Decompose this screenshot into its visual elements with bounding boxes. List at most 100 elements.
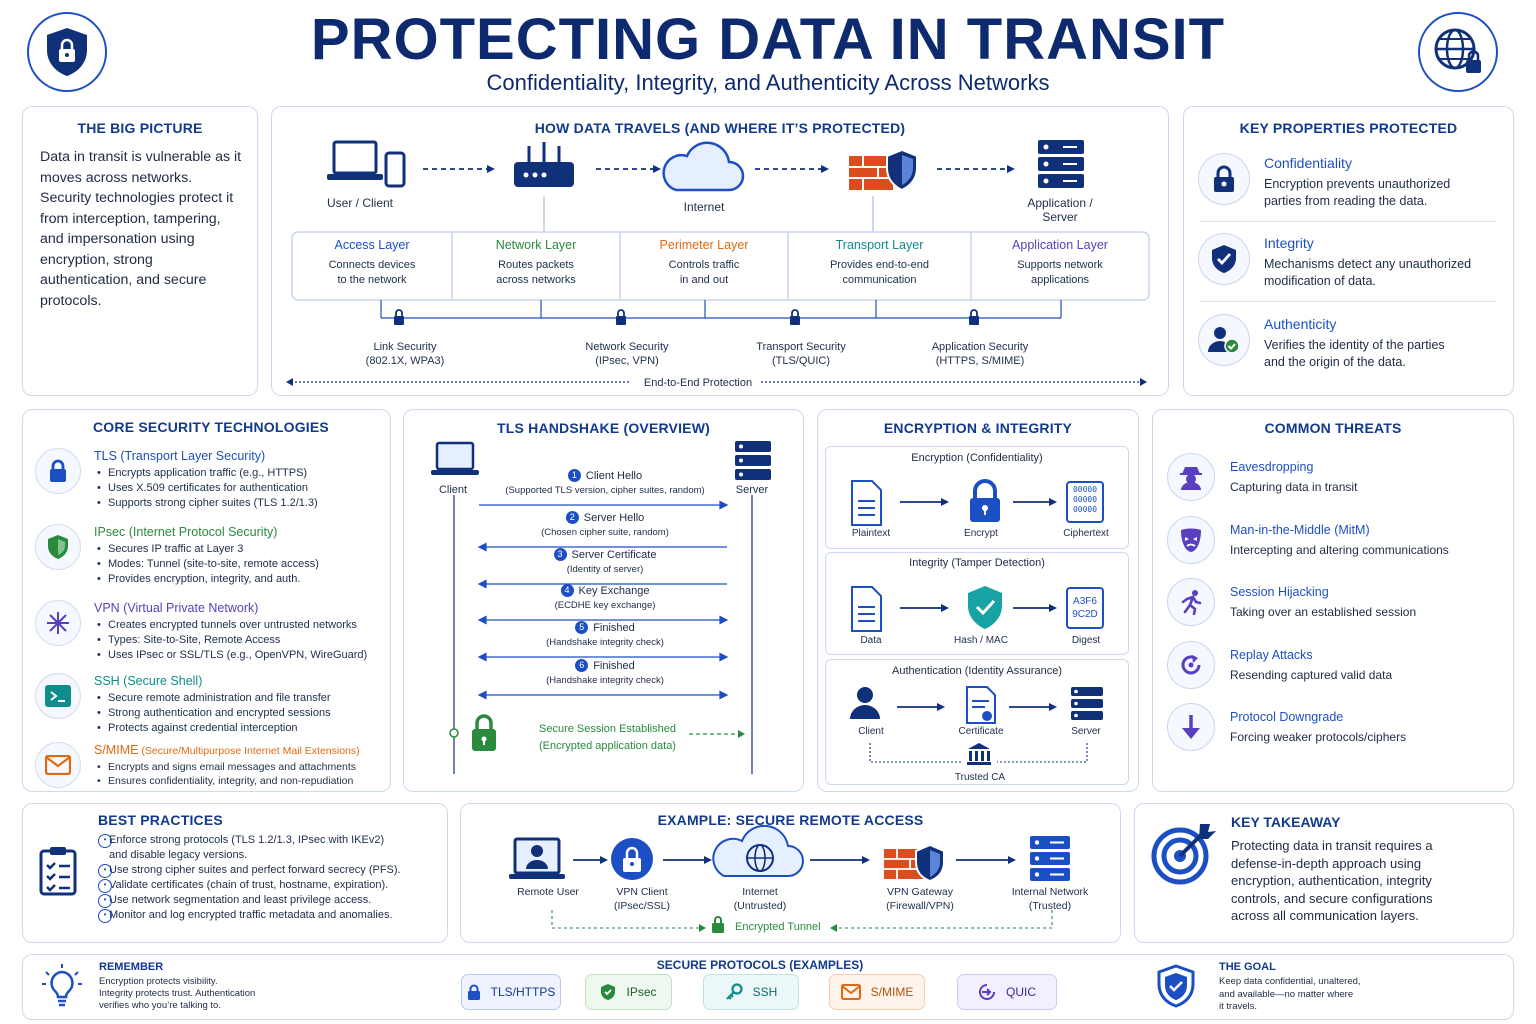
enc-label: Hash / MAC [954, 635, 1008, 646]
mail-icon [35, 742, 81, 788]
core-item-name-text: IPsec [94, 525, 126, 539]
property-name: Integrity [1264, 235, 1314, 251]
example-node-label: Internet (Untrusted) [733, 886, 787, 912]
example-node-label: VPN Gateway (Firewall/VPN) [886, 886, 954, 912]
big-picture-text: Data in transit is vulnerable as it move… [40, 149, 242, 309]
best-title: BEST PRACTICES [98, 812, 223, 828]
takeaway-title: KEY TAKEAWAY [1231, 814, 1341, 830]
threats-title: COMMON THREATS [1264, 420, 1402, 436]
enc-section-title: Encryption (Confidentiality) [911, 452, 1043, 464]
best-practice-item: Use strong cipher suites and perfect for… [97, 863, 442, 878]
layer-name: Application Layer [1012, 238, 1108, 252]
layer-name: Access Layer [334, 238, 410, 252]
layer-desc: Provides end-to-end communication [829, 259, 930, 286]
protocol-pill[interactable]: IPsec [585, 974, 672, 1010]
threat-desc: Capturing data in transit [1230, 480, 1358, 494]
core-bullet: Modes: Tunnel (site-to-site, remote acce… [96, 557, 386, 572]
digest-code: A3F6 9C2D [1072, 596, 1098, 620]
enc-label: Data [860, 635, 882, 646]
protocol-name: IPsec [626, 985, 657, 999]
property-desc: Mechanisms detect any unauthorized modif… [1264, 257, 1472, 288]
property-name: Confidentiality [1264, 155, 1352, 171]
end-to-end-label: End-to-End Protection [643, 377, 753, 389]
protocol-pill[interactable]: SSH [703, 974, 799, 1010]
encrypt-lock-icon [970, 479, 1000, 522]
runner-icon [1167, 578, 1215, 626]
terminal-icon [35, 673, 81, 719]
protocol-pill[interactable]: QUIC [957, 974, 1057, 1010]
protocol-name: QUIC [1006, 985, 1036, 999]
mail-icon [840, 984, 861, 1000]
core-item-bullets: Secures IP traffic at Layer 3Modes: Tunn… [96, 542, 386, 587]
enc-label: Certificate [958, 726, 1004, 737]
internal-server-icon [1030, 836, 1070, 881]
arrow-head [477, 690, 487, 700]
tls-step-label: Finished [593, 622, 635, 634]
router-icon [514, 142, 574, 187]
page-title: PROTECTING DATA IN TRANSIT [310, 7, 1226, 72]
core-item-name: VPN (Virtual Private Network) [94, 601, 258, 615]
protocol-pill[interactable]: S/MIME [829, 974, 925, 1010]
hash-shield-icon [968, 586, 1002, 629]
core-item-bullets: Secure remote administration and file tr… [96, 691, 386, 736]
user-check-icon [1198, 314, 1250, 366]
clipboard-icon [39, 847, 77, 896]
key-icon [725, 983, 743, 1001]
travel-node-client: User / Client [326, 196, 394, 210]
tls-diagram [431, 441, 771, 774]
property-divider [1200, 301, 1496, 302]
tls-title: TLS HANDSHAKE (OVERVIEW) [497, 420, 710, 436]
arrow-head [477, 652, 487, 662]
header-right-icon [1418, 12, 1498, 92]
threat-name: Protocol Downgrade [1230, 710, 1344, 724]
lock-icon [1198, 153, 1250, 205]
network-icon [35, 600, 81, 646]
threat-desc: Taking over an established session [1230, 605, 1417, 619]
tls-client-label: Client [438, 484, 468, 496]
digest-box [1066, 587, 1104, 629]
lightbulb-icon [42, 964, 82, 1007]
tls-step-detail: (Identity of server) [566, 564, 644, 575]
enc-label: Client [858, 726, 884, 737]
security-label-1: Network Security (IPsec, VPN) [585, 341, 669, 367]
tls-step-detail: (ECDHE key exchange) [554, 600, 656, 611]
tls-step-label: Key Exchange [578, 585, 650, 597]
arrow-head [477, 579, 487, 589]
mask-icon [1167, 516, 1215, 564]
big-picture-title: THE BIG PICTURE [77, 120, 203, 136]
core-bullet: Encrypts application traffic (e.g., HTTP… [96, 466, 386, 481]
core-item-name-text: TLS (Transport Layer Security) [94, 449, 266, 463]
property-divider [1200, 221, 1496, 222]
core-bullet: Uses IPsec or SSL/TLS (e.g., OpenVPN, Wi… [96, 648, 386, 663]
layer-name: Network Layer [495, 238, 577, 252]
core-bullet: Creates encrypted tunnels over untrusted… [96, 618, 386, 633]
property-desc: Encryption prevents unauthorized parties… [1264, 177, 1451, 208]
trusted-ca-label: Trusted CA [954, 772, 1006, 783]
trusted-ca-icon [967, 743, 991, 765]
security-lock-icons [394, 309, 979, 325]
best-practices-list: Enforce strong protocols (TLS 1.2/1.3, I… [97, 833, 442, 923]
tls-server-label: Server [735, 484, 769, 496]
lock-icon [35, 448, 81, 494]
ciphertext-code: 00000 00000 00000 [1072, 485, 1098, 514]
goal-text: Keep data confidential, unaltered, and a… [1219, 976, 1361, 1012]
security-label-0: Link Security (802.1X, WPA3) [365, 341, 445, 367]
takeaway-text: Protecting data in transit requires a de… [1231, 838, 1433, 923]
best-practice-item: Enforce strong protocols (TLS 1.2/1.3, I… [97, 833, 442, 863]
page-subtitle: Confidentiality, Integrity, and Authenti… [486, 70, 1050, 95]
protocol-pill[interactable]: TLS/HTTPS [461, 974, 561, 1010]
core-item-name-text: S/MIME [94, 743, 139, 757]
tls-step-number: 2 [565, 511, 579, 524]
tls-step-detail: (Chosen cipher suite, random) [541, 527, 669, 538]
property-desc: Verifies the identity of the parties and… [1264, 338, 1445, 369]
tls-step-label: Server Certificate [571, 549, 657, 561]
